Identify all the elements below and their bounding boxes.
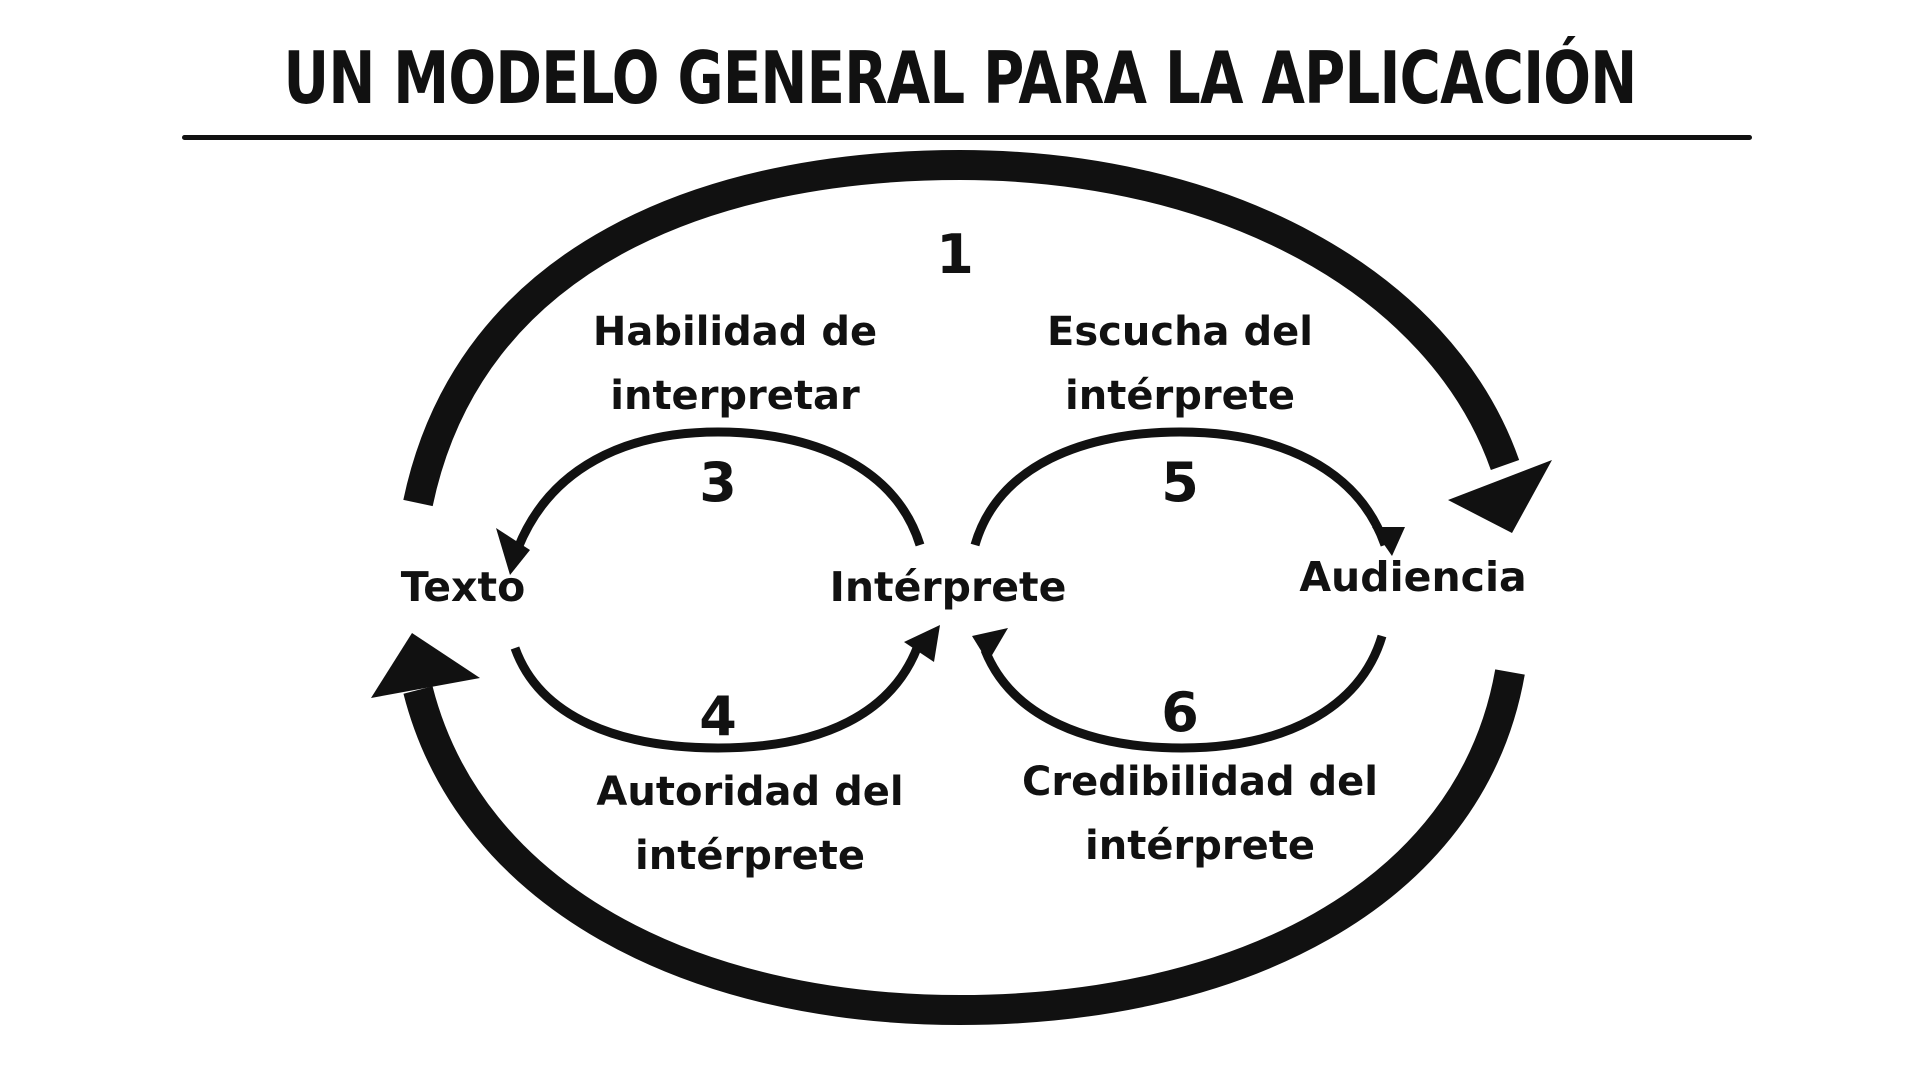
node-interprete: Intérprete xyxy=(829,563,1067,611)
loop-5-arc xyxy=(970,427,1390,547)
step-number-4: 4 xyxy=(699,685,737,748)
outer-top-arc xyxy=(403,149,1520,507)
step-number-5: 5 xyxy=(1161,451,1199,514)
caption-4-line-1: Autoridad del xyxy=(596,769,904,815)
title-underline xyxy=(182,135,1752,140)
loop-4-arrowhead xyxy=(904,625,940,662)
outer-top-arrowhead xyxy=(1448,460,1552,533)
caption-4-line-2: intérprete xyxy=(635,833,865,879)
outer-bottom-arrowhead xyxy=(371,633,480,698)
node-audiencia: Audiencia xyxy=(1299,553,1527,601)
caption-6-line-2: intérprete xyxy=(1085,823,1315,869)
step-number-6: 6 xyxy=(1161,681,1199,744)
step-number-3: 3 xyxy=(699,451,737,514)
loop-6-arrowhead xyxy=(972,628,1008,662)
caption-5: Escucha del intérprete xyxy=(985,300,1375,428)
caption-6: Credibilidad del intérprete xyxy=(990,750,1410,878)
outer-bottom-arc xyxy=(403,669,1525,1026)
caption-6-line-1: Credibilidad del xyxy=(1022,759,1378,805)
caption-3-line-1: Habilidad de xyxy=(592,309,878,355)
loop-3-arc xyxy=(513,427,925,550)
loop-6-arc xyxy=(980,634,1387,753)
caption-3-line-2: interpretar xyxy=(610,373,860,419)
loop-4-arc xyxy=(510,638,925,753)
caption-4: Autoridad del intérprete xyxy=(550,760,950,888)
caption-3: Habilidad de interpretar xyxy=(540,300,930,428)
step-number-1: 1 xyxy=(936,223,974,286)
node-texto: Texto xyxy=(400,563,526,611)
loop-5-arrowhead xyxy=(1372,527,1405,556)
page-title: UN MODELO GENERAL PARA LA APLICACIÓN xyxy=(283,36,1637,120)
caption-5-line-2: intérprete xyxy=(1065,373,1295,419)
caption-5-line-1: Escucha del xyxy=(1047,309,1313,355)
loop-3-arrowhead xyxy=(496,528,530,575)
